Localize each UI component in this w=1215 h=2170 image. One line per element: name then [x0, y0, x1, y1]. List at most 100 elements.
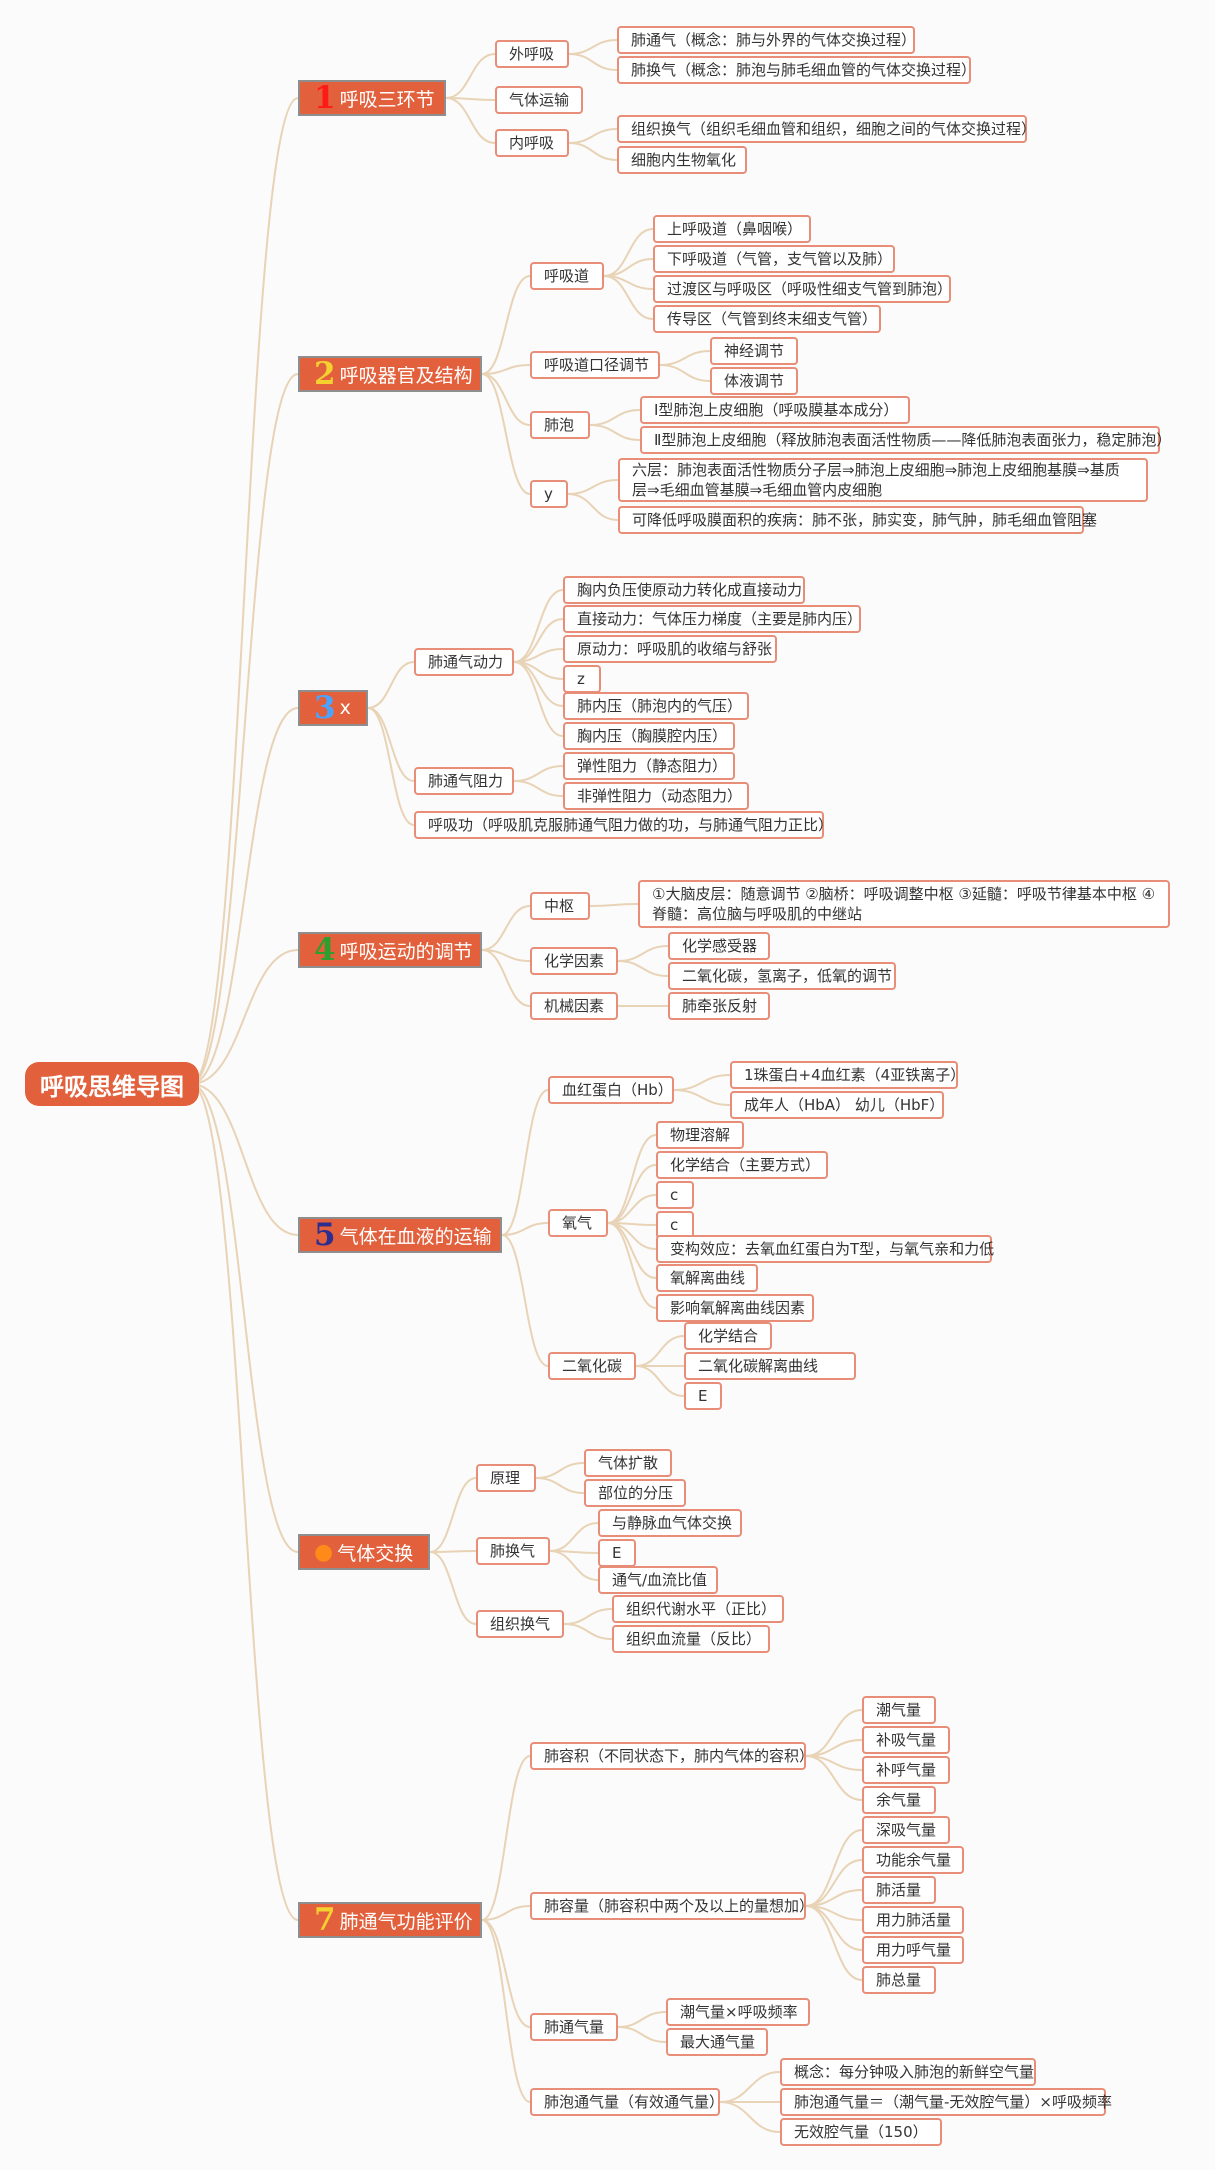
leaf-node[interactable]: 化学感受器	[668, 932, 770, 960]
leaf-node[interactable]: 功能余气量	[862, 1846, 964, 1874]
leaf-node[interactable]: 成年人（HbA） 幼儿（HbF）	[730, 1091, 944, 1119]
leaf-node[interactable]: 胸内负压使原动力转化成直接动力	[563, 576, 805, 604]
node-label: 直接动力：气体压力梯度（主要是肺内压）	[577, 609, 863, 628]
edge-branch-leaf	[568, 142, 618, 161]
leaf-node[interactable]: 体液调节	[710, 367, 798, 395]
branch-node[interactable]: 氧气	[548, 1209, 608, 1237]
leaf-node[interactable]: 深吸气量	[862, 1816, 950, 1844]
branch-node[interactable]: 肺泡	[530, 411, 590, 439]
leaf-node[interactable]: 潮气量×呼吸频率	[666, 1998, 810, 2026]
edge-topic-branch	[481, 949, 531, 1007]
node-label: 过渡区与呼吸区（呼吸性细支气管到肺泡）	[667, 279, 953, 298]
leaf-node[interactable]: 细胞内生物氧化	[617, 146, 747, 174]
leaf-node[interactable]: 肺牵张反射	[668, 992, 770, 1020]
leaf-node[interactable]: 补吸气量	[862, 1726, 950, 1754]
leaf-node[interactable]: 影响氧解离曲线因素	[656, 1294, 814, 1322]
branch-node[interactable]: 化学因素	[530, 947, 618, 975]
root-node[interactable]: 呼吸思维导图	[25, 1062, 199, 1106]
leaf-node[interactable]: 肺总量	[862, 1966, 936, 1994]
leaf-node[interactable]: z	[563, 665, 601, 693]
leaf-node[interactable]: 上呼吸道（鼻咽喉）	[653, 215, 811, 243]
leaf-node[interactable]: 用力肺活量	[862, 1906, 964, 1934]
leaf-node[interactable]: 肺换气（概念：肺泡与肺毛细血管的气体交换过程）	[617, 56, 976, 84]
leaf-node[interactable]: 非弹性阻力（动态阻力）	[563, 782, 749, 810]
branch-node[interactable]: 肺泡通气量（有效通气量）	[530, 2088, 724, 2116]
branch-node[interactable]: 组织换气	[476, 1610, 564, 1638]
topic-node[interactable]: ●气体交换	[298, 1534, 430, 1570]
leaf-node[interactable]: 下呼吸道（气管，支气管以及肺）	[653, 245, 895, 273]
branch-node[interactable]: 肺通气动力	[414, 648, 514, 676]
branch-node[interactable]: 气体运输	[495, 86, 583, 114]
leaf-node[interactable]: 化学结合	[684, 1322, 772, 1350]
branch-node[interactable]: 机械因素	[530, 992, 618, 1020]
topic-label: 气体在血液的运输	[339, 1225, 492, 1248]
branch-node[interactable]: 肺通气量	[530, 2013, 618, 2041]
leaf-node[interactable]: 二氧化碳，氢离子，低氧的调节	[668, 962, 896, 990]
leaf-node[interactable]: 氧解离曲线	[656, 1264, 758, 1292]
leaf-node[interactable]: E	[598, 1539, 636, 1567]
leaf-node[interactable]: 可降低呼吸膜面积的疾病：肺不张，肺实变，肺气肿，肺毛细血管阻塞	[618, 506, 1097, 534]
leaf-node[interactable]: 化学结合（主要方式）	[656, 1151, 828, 1179]
leaf-node[interactable]: 过渡区与呼吸区（呼吸性细支气管到肺泡）	[653, 275, 953, 303]
branch-node[interactable]: 肺容量（肺容积中两个及以上的量想加）	[530, 1892, 814, 1920]
branch-node[interactable]: 肺容积（不同状态下，肺内气体的容积）	[530, 1742, 814, 1770]
leaf-node[interactable]: 最大通气量	[666, 2028, 768, 2056]
leaf-node[interactable]: 1珠蛋白+4血红素（4亚铁离子）	[730, 1061, 965, 1089]
leaf-node[interactable]: 二氧化碳解离曲线	[684, 1352, 856, 1380]
leaf-node[interactable]: 变构效应：去氧血红蛋白为T型，与氧气亲和力低	[656, 1235, 994, 1263]
leaf-node[interactable]: 肺活量	[862, 1876, 936, 1904]
leaf-node[interactable]: 直接动力：气体压力梯度（主要是肺内压）	[563, 605, 863, 633]
leaf-node[interactable]: 弹性阻力（静态阻力）	[563, 752, 735, 780]
branch-node[interactable]: y	[530, 480, 568, 508]
leaf-node[interactable]: 原动力：呼吸肌的收缩与舒张	[563, 635, 777, 663]
leaf-node[interactable]: 六层：肺泡表面活性物质分子层⇒肺泡上皮细胞⇒肺泡上皮细胞基膜⇒基质层⇒毛细血管基…	[618, 458, 1148, 502]
branch-node[interactable]: 肺通气阻力	[414, 767, 514, 795]
branch-node[interactable]: 内呼吸	[495, 129, 569, 157]
branch-node[interactable]: 肺换气	[476, 1537, 550, 1565]
leaf-node[interactable]: 潮气量	[862, 1696, 936, 1724]
leaf-node[interactable]: 通气/血流比值	[598, 1566, 718, 1594]
edge-topic-branch	[481, 373, 531, 426]
leaf-node[interactable]: 神经调节	[710, 337, 798, 365]
branch-node[interactable]: 外呼吸	[495, 40, 569, 68]
edge-branch-leaf	[589, 903, 639, 907]
leaf-node[interactable]: 部位的分压	[584, 1479, 686, 1507]
leaf-node[interactable]: 肺泡通气量＝（潮气量-无效腔气量）×呼吸频率	[780, 2088, 1112, 2116]
leaf-node[interactable]: 肺内压（肺泡内的气压）	[563, 692, 749, 720]
leaf-node[interactable]: 组织代谢水平（正比）	[612, 1595, 784, 1623]
leaf-node[interactable]: 气体扩散	[584, 1449, 672, 1477]
leaf-node[interactable]: c	[656, 1181, 694, 1209]
leaf-node[interactable]: c	[656, 1211, 694, 1239]
leaf-node[interactable]: 补呼气量	[862, 1756, 950, 1784]
leaf-node[interactable]: 余气量	[862, 1786, 936, 1814]
leaf-node[interactable]: 用力呼气量	[862, 1936, 964, 1964]
branch-node[interactable]: 呼吸道口径调节	[530, 351, 660, 379]
node-label: 肺内压（肺泡内的气压）	[577, 696, 743, 715]
leaf-node[interactable]: 概念：每分钟吸入肺泡的新鲜空气量	[780, 2058, 1036, 2086]
leaf-node[interactable]: Ⅱ型肺泡上皮细胞（释放肺泡表面活性物质——降低肺泡表面张力，稳定肺泡）	[640, 426, 1171, 454]
leaf-node[interactable]: E	[684, 1382, 722, 1410]
leaf-node[interactable]: 组织换气（组织毛细血管和组织，细胞之间的气体交换过程）	[617, 115, 1036, 143]
leaf-node[interactable]: Ⅰ型肺泡上皮细胞（呼吸膜基本成分）	[640, 396, 910, 424]
node-label: 与静脉血气体交换	[612, 1513, 733, 1532]
branch-node[interactable]: 二氧化碳	[548, 1352, 636, 1380]
leaf-node[interactable]: 胸内压（胸膜腔内压）	[563, 722, 735, 750]
leaf-node[interactable]: 与静脉血气体交换	[598, 1509, 742, 1537]
branch-node[interactable]: 原理	[476, 1464, 536, 1492]
branch-node[interactable]: 中枢	[530, 892, 590, 920]
leaf-node[interactable]: 组织血流量（反比）	[612, 1625, 770, 1653]
leaf-node[interactable]: 无效腔气量（150）	[780, 2118, 942, 2146]
branch-node[interactable]: 呼吸道	[530, 262, 604, 290]
branch-node[interactable]: 呼吸功（呼吸肌克服肺通气阻力做的功，与肺通气阻力正比）	[414, 811, 833, 839]
leaf-node[interactable]: 物理溶解	[656, 1121, 744, 1149]
leaf-node[interactable]: 传导区（气管到终末细支气管）	[653, 305, 881, 333]
leaf-node[interactable]: 肺通气（概念：肺与外界的气体交换过程）	[617, 26, 916, 54]
leaf-node[interactable]: ①大脑皮层：随意调节 ②脑桥：呼吸调整中枢 ③延髓：呼吸节律基本中枢 ④脊髓：高…	[638, 880, 1170, 928]
branch-node[interactable]: 血红蛋白（Hb）	[548, 1076, 674, 1104]
